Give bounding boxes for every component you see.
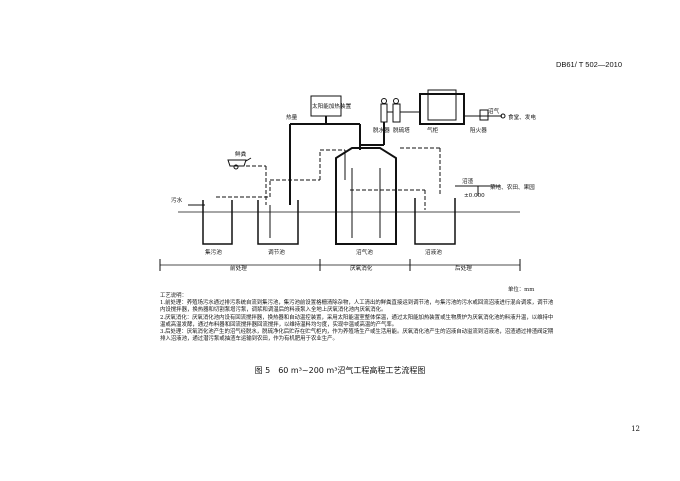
standard-code: DB61/ T 502—2010: [555, 60, 622, 69]
manure-cart: [227, 159, 247, 167]
collection-tank-shape: [202, 200, 233, 245]
description-post-treatment: 3.后处理：厌氧消化池产生的沼气经脱水，脱硫净化后贮存在贮气柜内，作为养殖场生产…: [160, 329, 554, 343]
desulfurizer-shape: [392, 103, 401, 123]
figure-caption: 图 5 60 m³~200 m³沼气工程高程工艺流程图: [254, 366, 426, 375]
manure-label: 鲜粪: [235, 150, 247, 158]
collection-tank-label: 集污池: [205, 248, 222, 256]
biogas-use-label: 食堂、发电: [508, 113, 536, 121]
description-title: 工艺说明：: [160, 293, 187, 299]
desulfurizer-label: 脱硫塔: [393, 126, 410, 134]
heat-label: 热量: [286, 113, 298, 121]
regulating-tank-shape: [257, 200, 299, 245]
flame-arrestor-shape: [479, 109, 489, 121]
elevation-label: ±0.000: [464, 193, 485, 199]
stage-post-label: 后处理: [455, 264, 472, 272]
stage-pre-label: 前处理: [230, 264, 247, 272]
stage-anaerobic-label: 厌氧消化: [350, 264, 373, 272]
description-pre-treatment: 1.前处理：养殖场污水通过排污系统自流到集污池，集污池前设置格栅清除杂物，人工清…: [160, 300, 554, 314]
digester-shape: [335, 147, 397, 245]
gas-holder-label: 气柜: [427, 126, 439, 134]
biogas-label: 沼气: [488, 107, 500, 115]
effluent-tank-shape: [414, 198, 456, 245]
page-number: 12: [631, 425, 640, 433]
effluent-tank-label: 沼液池: [425, 248, 442, 256]
unit-note: 单位：mm: [508, 287, 535, 293]
slurry-label: 沼渣: [462, 177, 474, 185]
flame-arrestor-label: 阻火器: [470, 126, 487, 134]
dehydrator-shape: [380, 103, 388, 123]
dehydrator-label: 脱水器: [373, 126, 390, 134]
process-description: 工艺说明： 1.前处理：养殖场污水通过排污系统自流到集污池，集污池前设置格栅清除…: [160, 293, 555, 343]
digester-label: 沼气池: [356, 248, 373, 256]
description-anaerobic: 2.厌氧消化：厌氧消化池内设有回流搅拌器，换热器和自动温控装置，采用太阳能温室整…: [160, 314, 554, 328]
sewage-label: 污水: [171, 196, 183, 204]
fields-label: 菜地、农田、果园: [490, 183, 535, 191]
regulating-tank-label: 调节池: [268, 248, 285, 256]
solar-device-label: 太阳能加热装置: [312, 102, 352, 110]
